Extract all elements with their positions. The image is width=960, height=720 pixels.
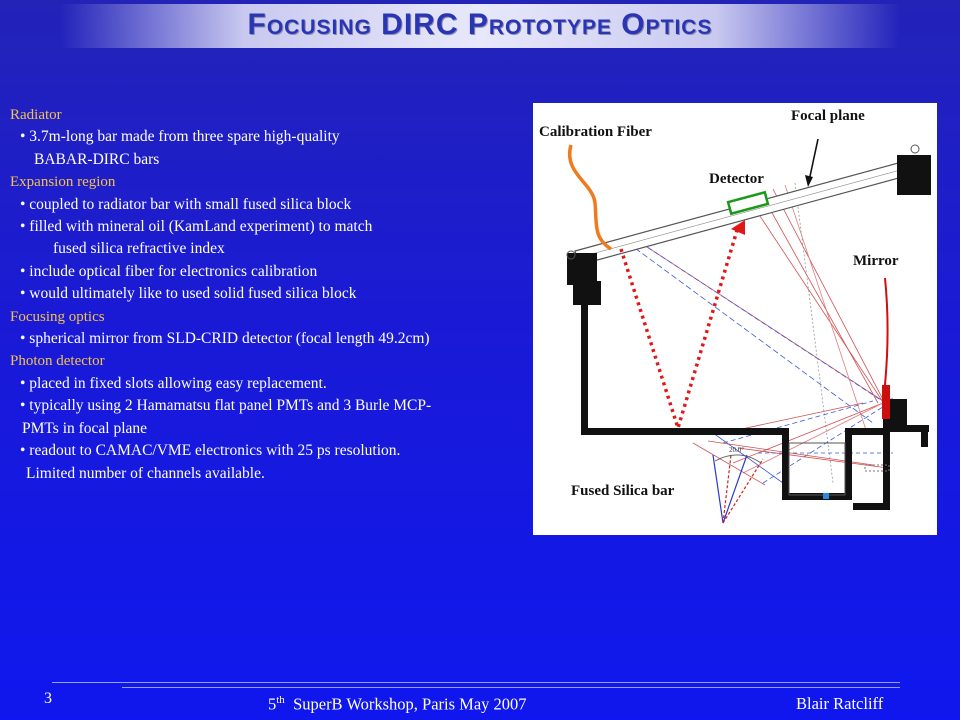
detector-box [726,190,770,216]
footer-author: Blair Ratcliff [796,694,884,713]
section-heading-expansion: Expansion region [10,174,116,191]
bullet-line: PMTs in focal plane [22,419,148,437]
page-number: 3 [44,690,52,707]
bullet-line: • placed in fixed slots allowing easy re… [20,374,327,392]
mirror-mount [882,385,890,419]
bullet-line: fused silica refractive index [53,240,225,258]
left-mount-block [567,253,597,285]
bullet-line: BABAR-DIRC bars [34,150,160,168]
footer-ordinal-suffix: th [276,694,285,706]
bullet-line: • readout to CAMAC/VME electronics with … [20,442,401,460]
silica-marker [823,493,829,499]
section-heading-photon: Photon detector [10,353,105,370]
footer-rule [122,687,900,688]
screw-icon [910,144,920,154]
arrow-head-icon [805,175,813,187]
focal-plane-arrow [808,138,819,182]
label-focal-plane: Focal plane [791,108,865,124]
bullet-line: • typically using 2 Hamamatsu flat panel… [20,397,432,415]
label-calibration-fiber: Calibration Fiber [539,124,652,140]
right-mount-block [897,155,931,195]
calibration-ray [619,220,745,434]
footer-event-text: SuperB Workshop, Paris May 2007 [293,694,527,714]
diagram-svg: Calibration Fiber Focal plane Detector M… [539,108,931,524]
bullet-line: • 3.7m-long bar made from three spare hi… [20,128,340,146]
prototype-optics-diagram: Calibration Fiber Focal plane Detector M… [533,103,937,535]
section-heading-radiator: Radiator [10,107,62,123]
left-mount-lower [573,281,601,305]
footer-rule [52,682,900,683]
bar-end-marker [864,464,890,472]
label-angle: 20.0° [729,446,744,454]
bullet-line: • spherical mirror from SLD-CRID detecto… [20,330,430,348]
bullet-text: Radiator • 3.7m-long bar made from three… [10,104,530,485]
bullet-line: • filled with mineral oil (KamLand exper… [20,218,373,236]
calibration-fiber [567,144,612,251]
bullet-line: • coupled to radiator bar with small fus… [20,195,352,213]
section-heading-focusing: Focusing optics [10,308,105,325]
screw-icon [566,250,576,260]
footer-event: 5th SuperB Workshop, Paris May 2007 [268,694,527,715]
bullet-line: • would ultimately like to used solid fu… [20,285,357,303]
label-fused-silica-bar: Fused Silica bar [571,483,675,499]
label-mirror: Mirror [853,253,899,269]
mirror [882,277,889,404]
fused-silica-block [788,442,846,496]
angle-fan [712,454,764,524]
title-band [60,4,900,48]
footer-ordinal: 5 [268,694,277,714]
bullet-line: Limited number of channels available. [26,464,265,482]
label-detector: Detector [709,171,764,187]
page-title: Focusing DIRC Prototype Optics [247,8,713,41]
housing-walls [581,303,929,510]
bullet-line: • include optical fiber for electronics … [20,262,318,280]
